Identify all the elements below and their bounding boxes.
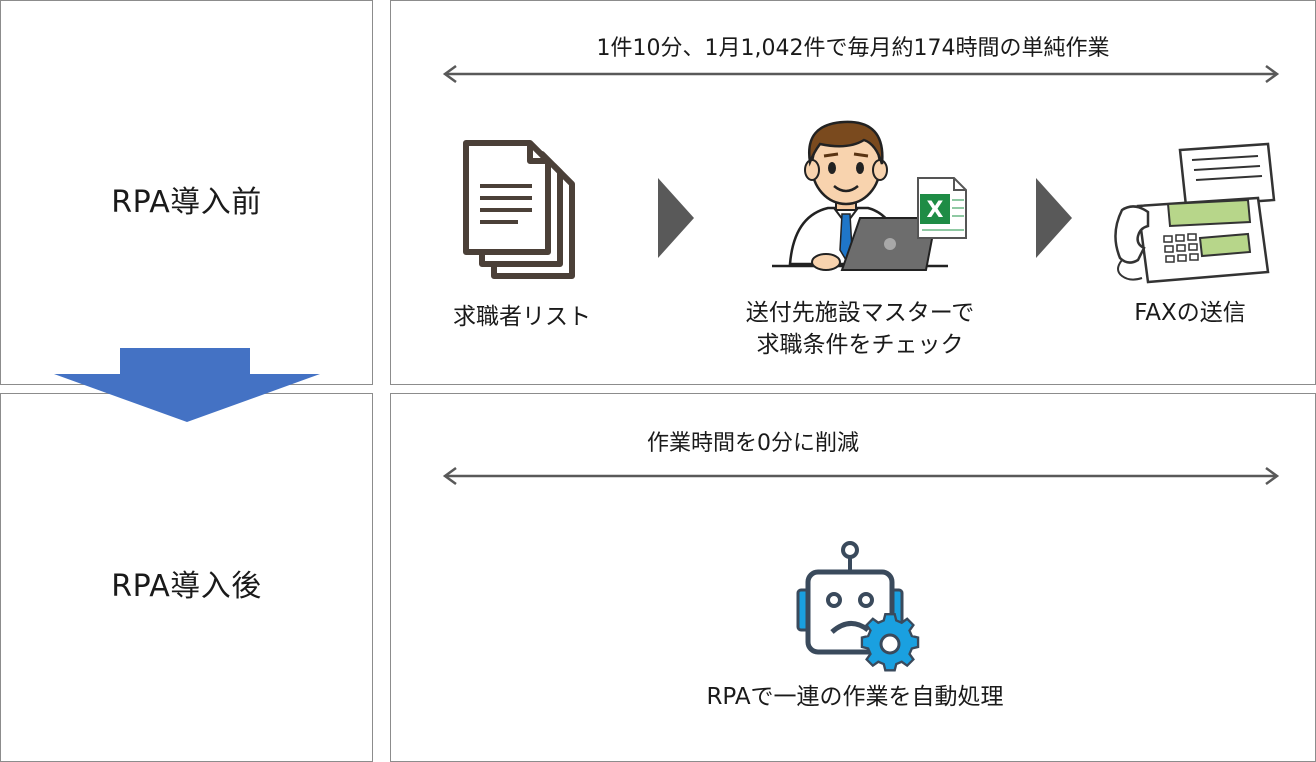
down-arrow-icon: [54, 348, 320, 422]
step1-caption: 求職者リスト: [453, 304, 591, 330]
robot-gear-icon: [796, 541, 920, 672]
after-label: RPA導入後: [111, 569, 262, 604]
document-stack-icon: [463, 140, 575, 279]
svg-text:X: X: [927, 198, 944, 223]
before-span-arrow-icon: [442, 64, 1280, 84]
fax-machine-icon: [1114, 142, 1276, 284]
step2-caption-line2: 求職条件をチェック: [756, 332, 964, 358]
man-with-laptop-excel-icon: X: [772, 120, 967, 271]
after-caption: RPAで一連の作業を自動処理: [706, 684, 1004, 710]
after-span-arrow-icon: [442, 466, 1280, 486]
after-span-text: 作業時間を0分に削減: [647, 431, 859, 456]
before-label: RPA導入前: [111, 185, 262, 220]
before-span-text: 1件10分、1月1,042件で毎月約174時間の単純作業: [596, 36, 1110, 61]
before-label-box: RPA導入前: [0, 0, 373, 385]
chevron-right-icon: [658, 178, 694, 258]
step3-caption: FAXの送信: [1134, 300, 1246, 326]
after-label-box: RPA導入後: [0, 393, 373, 762]
chevron-right-icon: [1036, 178, 1072, 258]
step2-caption-line1: 送付先施設マスターで: [745, 300, 975, 326]
